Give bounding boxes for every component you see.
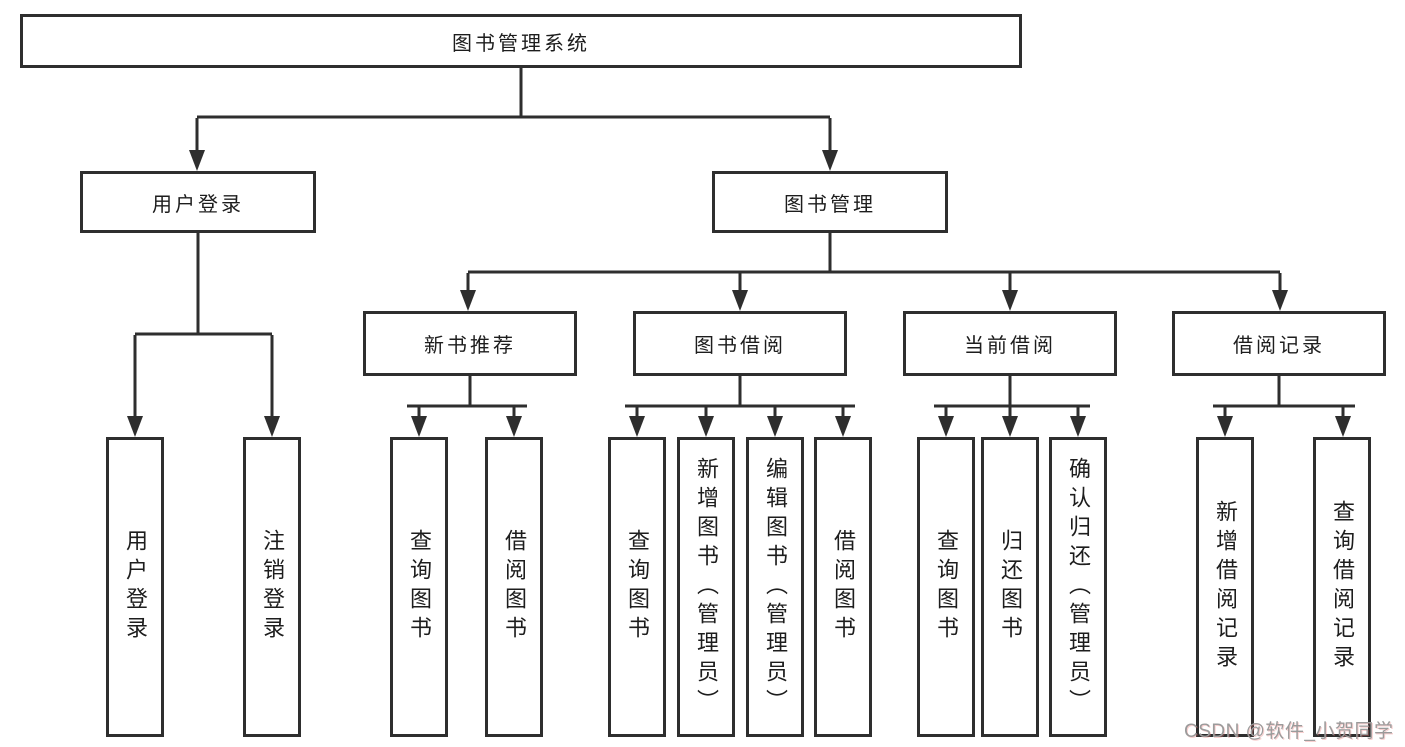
node-book-borrow: 图书借阅	[633, 311, 847, 376]
connector-segments	[133, 68, 1355, 420]
leaf-user-login: 用户登录	[106, 437, 164, 737]
leaf-query-book-2: 查询图书	[608, 437, 666, 737]
leaf-query-book-1: 查询图书	[390, 437, 448, 737]
leaf-logout: 注销登录	[243, 437, 301, 737]
leaf-query-book-3: 查询图书	[917, 437, 975, 737]
leaf-add-borrow-record: 新增借阅记录	[1196, 437, 1254, 737]
leaf-borrow-book-2: 借阅图书	[814, 437, 872, 737]
leaf-edit-book-admin: 编辑图书（管理员）	[746, 437, 804, 737]
node-borrow-records: 借阅记录	[1172, 311, 1386, 376]
leaf-return-book: 归还图书	[981, 437, 1039, 737]
node-current-borrow: 当前借阅	[903, 311, 1117, 376]
leaf-confirm-return-admin: 确认归还（管理员）	[1049, 437, 1107, 737]
node-new-book-recommend: 新书推荐	[363, 311, 577, 376]
csdn-watermark: CSDN @软件_小贺同学	[1184, 721, 1394, 742]
leaf-query-borrow-record: 查询借阅记录	[1313, 437, 1371, 737]
leaf-add-book-admin: 新增图书（管理员）	[677, 437, 735, 737]
leaf-borrow-book-1: 借阅图书	[485, 437, 543, 737]
node-user-login-branch: 用户登录	[80, 171, 316, 233]
node-book-management-branch: 图书管理	[712, 171, 948, 233]
node-library-management-system: 图书管理系统	[20, 14, 1022, 68]
arrowheads	[127, 150, 1351, 437]
